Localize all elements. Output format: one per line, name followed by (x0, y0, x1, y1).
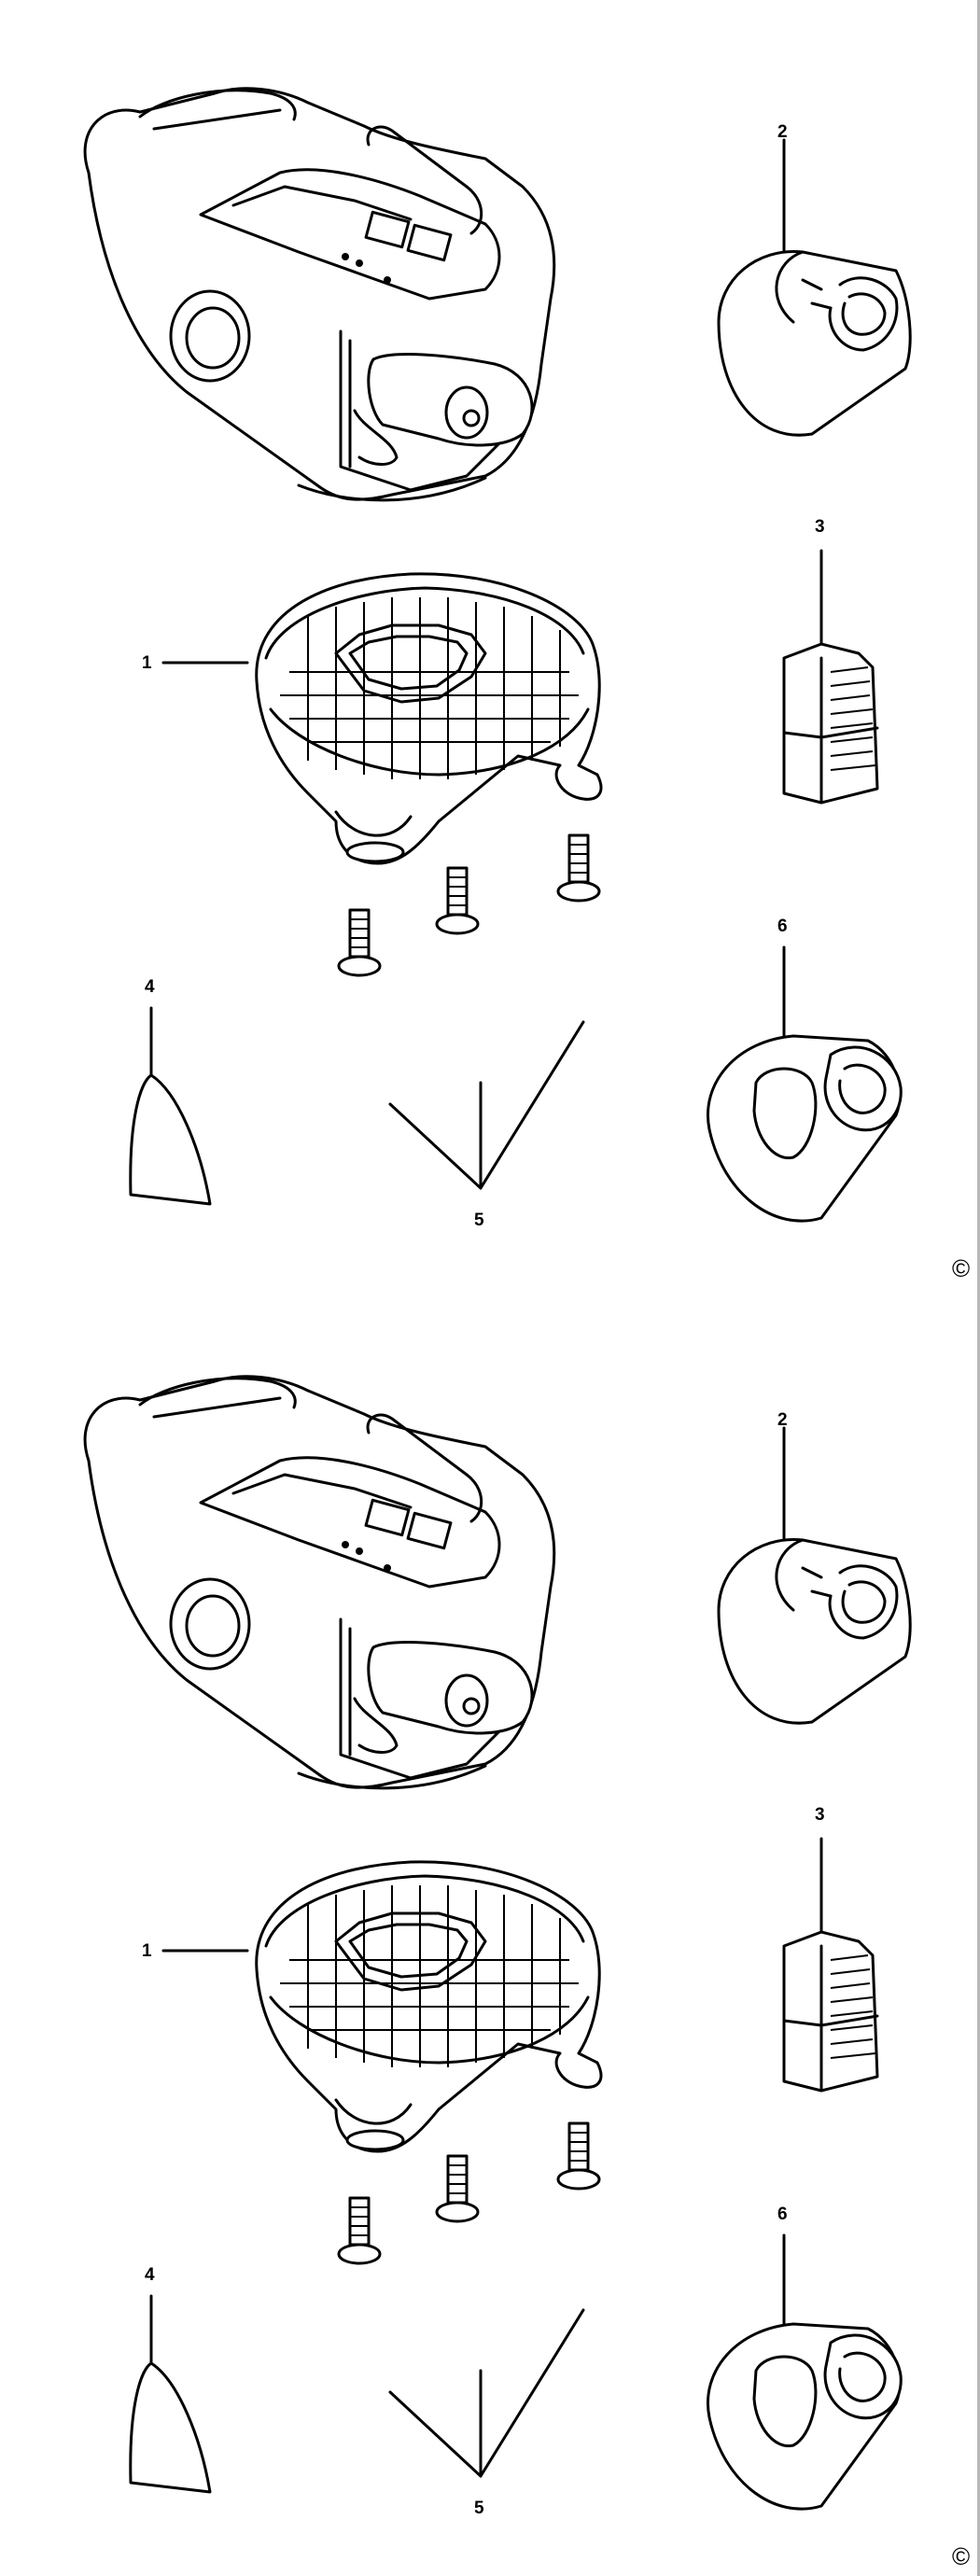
parts-drawing (83, 87, 912, 1223)
right-edge-border (977, 0, 980, 2576)
leader-lines (149, 1426, 823, 2365)
callout-2: 2 (777, 1410, 788, 1430)
motor-housing (83, 1375, 556, 1790)
callout-6: 6 (777, 917, 788, 936)
felt-pad-part-4 (129, 1073, 212, 1206)
cap-part-2 (717, 250, 912, 437)
callout-4: 4 (145, 977, 155, 997)
leader-lines (149, 138, 823, 1077)
exploded-view-sheet-2: 1 2 3 4 5 6 © (0, 1288, 980, 2576)
brush-holder-part-3 (782, 1930, 879, 2093)
screws-part-5 (337, 833, 601, 1190)
felt-pad-part-4 (129, 2361, 212, 2494)
callout-3: 3 (815, 1805, 825, 1825)
copyright-mark: © (952, 2542, 971, 2570)
screws-part-5 (337, 2121, 601, 2478)
callout-5: 5 (474, 2499, 484, 2518)
base-plate-part-1 (255, 1860, 603, 2153)
motor-housing (83, 87, 556, 502)
cap-part-2 (717, 1538, 912, 1725)
callout-5: 5 (474, 1211, 484, 1230)
callout-3: 3 (815, 517, 825, 537)
base-plate-part-1 (255, 572, 603, 865)
brush-holder-part-3 (782, 642, 879, 805)
callout-1: 1 (142, 1941, 152, 1961)
parts-drawing (83, 1375, 912, 2511)
cap-part-6 (707, 2322, 903, 2511)
callout-4: 4 (145, 2265, 155, 2285)
callout-2: 2 (777, 122, 788, 142)
callout-6: 6 (777, 2205, 788, 2224)
callout-1: 1 (142, 653, 152, 673)
copyright-mark: © (952, 1254, 971, 1282)
cap-part-6 (707, 1034, 903, 1223)
exploded-view-sheet-1: 1 2 3 4 5 6 © (83, 87, 971, 1282)
